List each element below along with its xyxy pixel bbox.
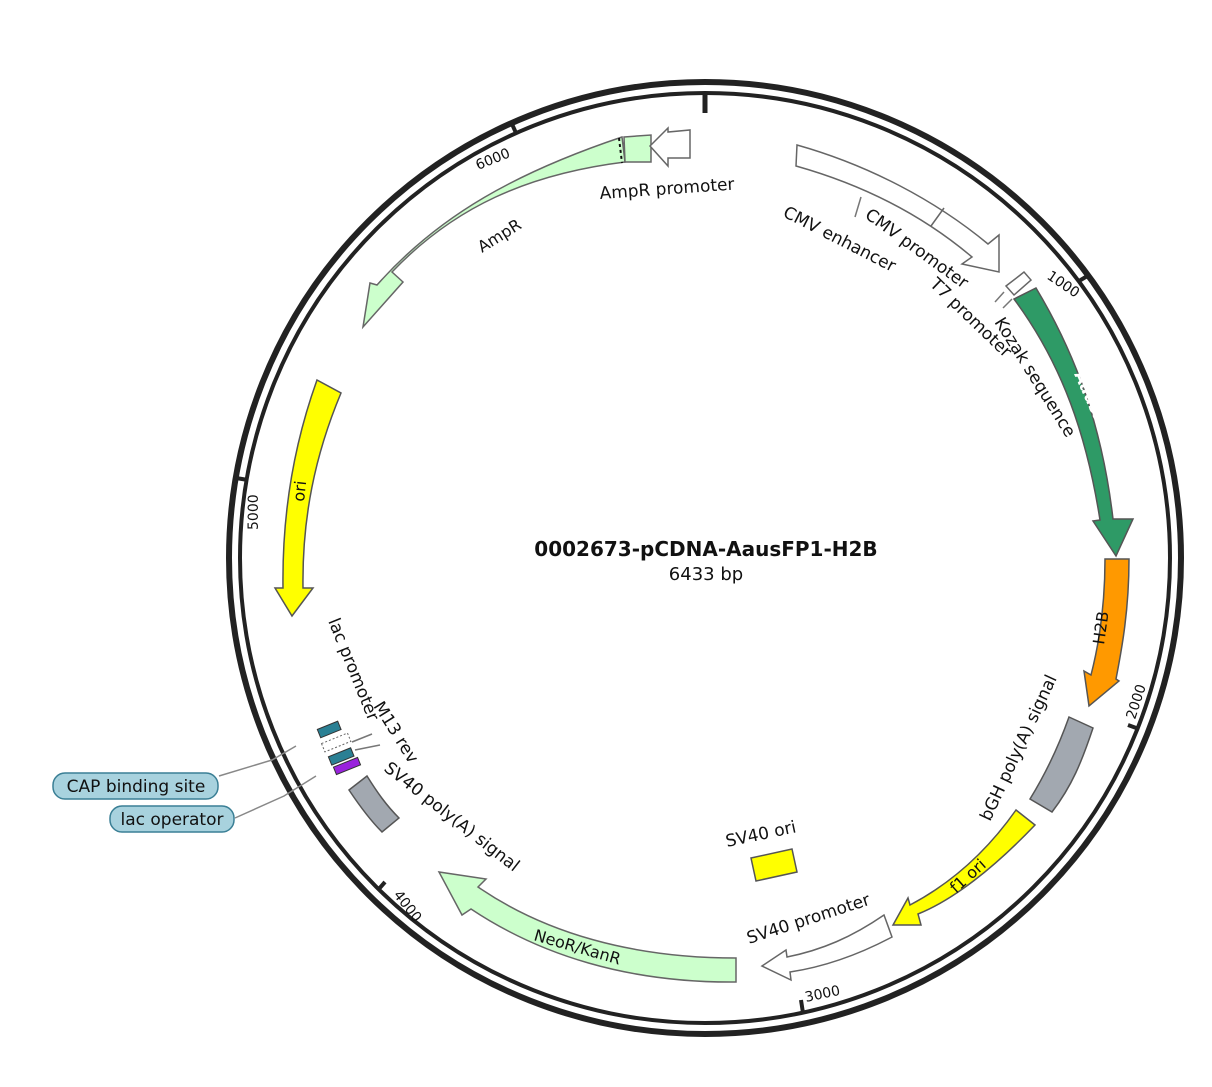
cmv-enhancer-leader (854, 196, 862, 218)
kozak-leader (1002, 298, 1013, 309)
tick-label-5000: 5000 (246, 494, 262, 530)
t7-leader (994, 291, 1005, 303)
plasmid-name: 0002673-pCDNA-AausFP1-H2B (534, 537, 877, 561)
neo-kanr-arrow[interactable] (437, 871, 737, 983)
sv40-promoter-arrow[interactable] (760, 913, 893, 982)
sv40-ori-box[interactable] (750, 848, 798, 882)
ampr-promoter-box[interactable] (623, 134, 652, 163)
sv40-ori-label: SV40 ori (724, 817, 798, 851)
tick-label-1000: 1000 (1044, 268, 1082, 301)
lac-promoter-box[interactable] (320, 732, 352, 753)
cap-site-callout-label: CAP binding site (67, 777, 206, 797)
tick-3000 (799, 999, 805, 1014)
cap-site-box[interactable] (332, 756, 362, 776)
lac-operator-box[interactable] (327, 747, 355, 766)
lac-operator-callout-leader (234, 775, 317, 819)
lac-operator-callout-label: lac operator (120, 810, 223, 830)
ampr-promoter-label: AmpR promoter (599, 175, 735, 204)
neo-kanr-label: NeoR/KanR (532, 926, 623, 969)
ori-arrow[interactable] (273, 378, 342, 618)
lac-promoter-label: lac promoter (323, 615, 382, 723)
sv40-polya-box[interactable] (347, 774, 401, 834)
sv40-polya-label: SV40 poly(A) signal (380, 758, 523, 876)
cap-site-callout-leader (218, 745, 297, 777)
tick-label-3000: 3000 (804, 983, 842, 1006)
ampr-arrow[interactable] (361, 135, 626, 330)
lac-cluster-leader-2 (354, 744, 381, 751)
tick-1000 (1077, 273, 1091, 283)
tick-5000 (235, 476, 249, 482)
cmv-arrow[interactable] (795, 144, 1000, 273)
tick-4000 (376, 880, 387, 892)
f1-ori-arrow[interactable] (891, 808, 1037, 926)
aausfp1-arrow[interactable] (1012, 287, 1135, 558)
ori-label: ori (289, 480, 310, 503)
ampr-divider (618, 137, 623, 164)
lac-cluster-leader-1 (351, 733, 373, 743)
ampr-promoter-arrow[interactable] (648, 126, 691, 168)
m13-rev-primer[interactable] (316, 720, 342, 739)
plasmid-length: 6433 bp (669, 564, 743, 585)
t7-promoter-arrow[interactable] (1004, 270, 1033, 297)
bgh-polya-box[interactable] (1028, 715, 1094, 813)
lac-operator-callout[interactable] (109, 805, 235, 833)
h2b-label: H2B (1089, 610, 1112, 646)
tick-2000 (1127, 723, 1140, 731)
cap-site-callout[interactable] (52, 772, 219, 800)
tick-6000 (510, 123, 518, 134)
cmv-segment-divider (930, 207, 945, 227)
ampr-label: AmpR (474, 215, 525, 256)
h2b-arrow[interactable] (1083, 558, 1130, 708)
backbone-outer-ring (226, 79, 1184, 1037)
